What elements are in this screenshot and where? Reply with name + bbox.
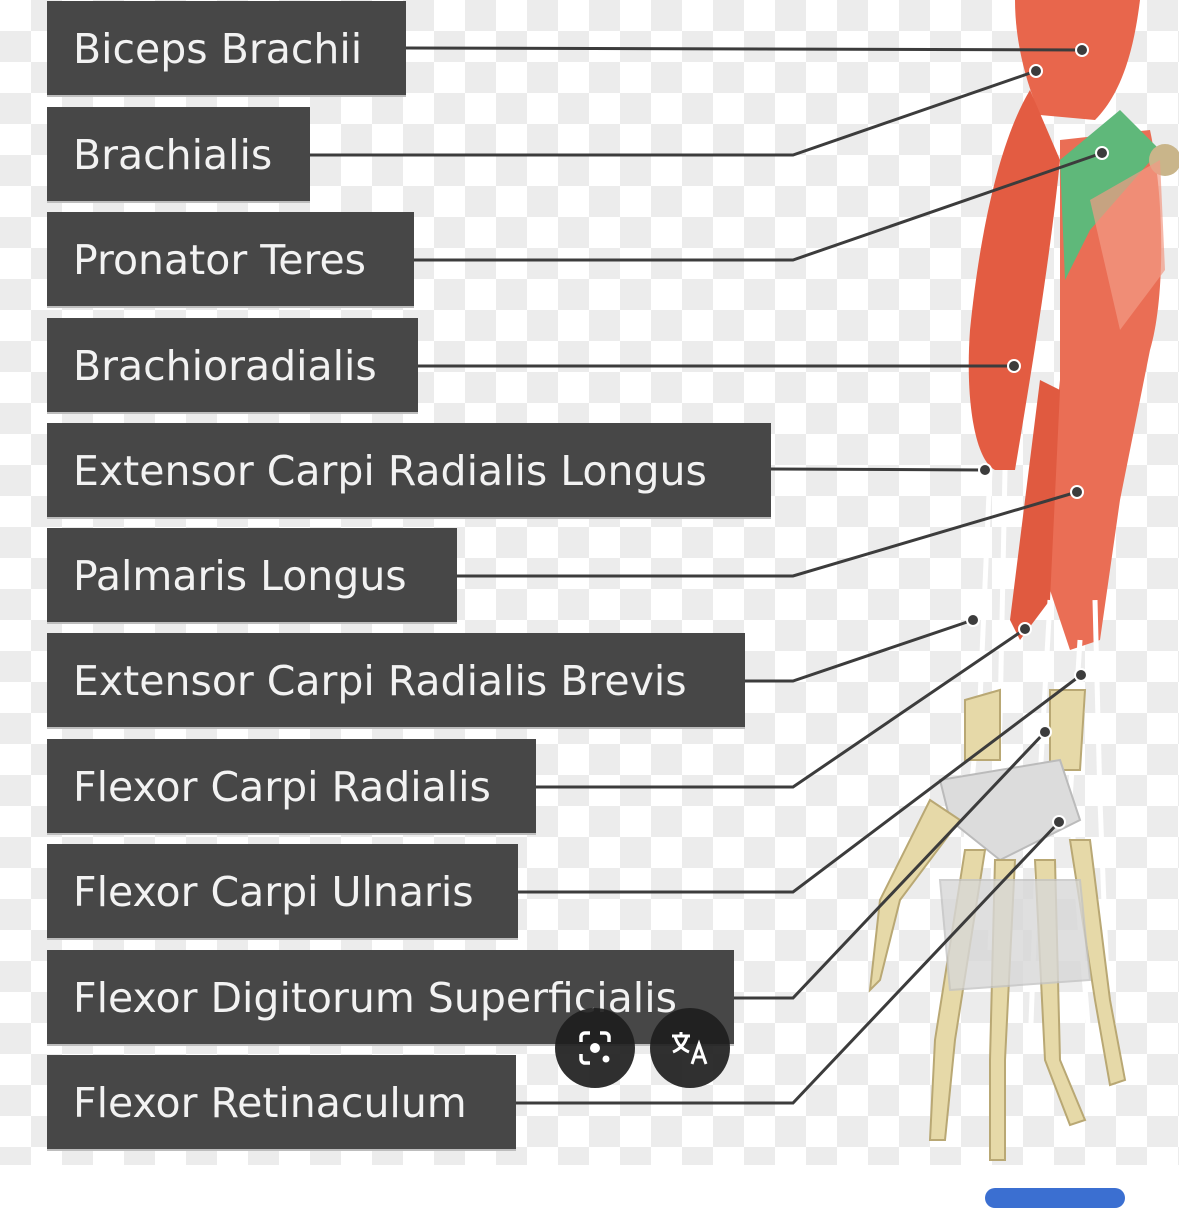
translate-icon xyxy=(672,1032,708,1065)
anatomy-diagram: Biceps Brachii Brachialis Pronator Teres… xyxy=(0,0,1179,1165)
label-extensor-carpi-radialis-longus: Extensor Carpi Radialis Longus xyxy=(47,423,771,519)
muscles xyxy=(968,0,1179,650)
label-brachioradialis: Brachioradialis xyxy=(47,318,418,414)
label-flexor-digitorum-superficialis: Flexor Digitorum Superficialis xyxy=(47,950,734,1046)
google-lens-icon xyxy=(579,1031,611,1065)
forearm-illustration xyxy=(310,0,1179,1161)
pointer-dots xyxy=(966,43,1109,829)
label-pronator-teres: Pronator Teres xyxy=(47,212,414,308)
label-flexor-carpi-ulnaris: Flexor Carpi Ulnaris xyxy=(47,844,518,940)
google-lens-button[interactable] xyxy=(555,1008,635,1088)
label-flexor-carpi-radialis: Flexor Carpi Radialis xyxy=(47,739,536,835)
label-extensor-carpi-radialis-brevis: Extensor Carpi Radialis Brevis xyxy=(47,633,745,729)
leader-lines xyxy=(310,46,1103,1105)
bottom-button-edge[interactable] xyxy=(985,1188,1125,1208)
label-palmaris-longus: Palmaris Longus xyxy=(47,528,457,624)
hand-bones xyxy=(868,688,1127,1161)
translate-button[interactable] xyxy=(650,1008,730,1088)
label-biceps-brachii: Biceps Brachii xyxy=(47,1,406,97)
label-brachialis: Brachialis xyxy=(47,107,310,203)
label-flexor-retinaculum: Flexor Retinaculum xyxy=(47,1055,516,1151)
